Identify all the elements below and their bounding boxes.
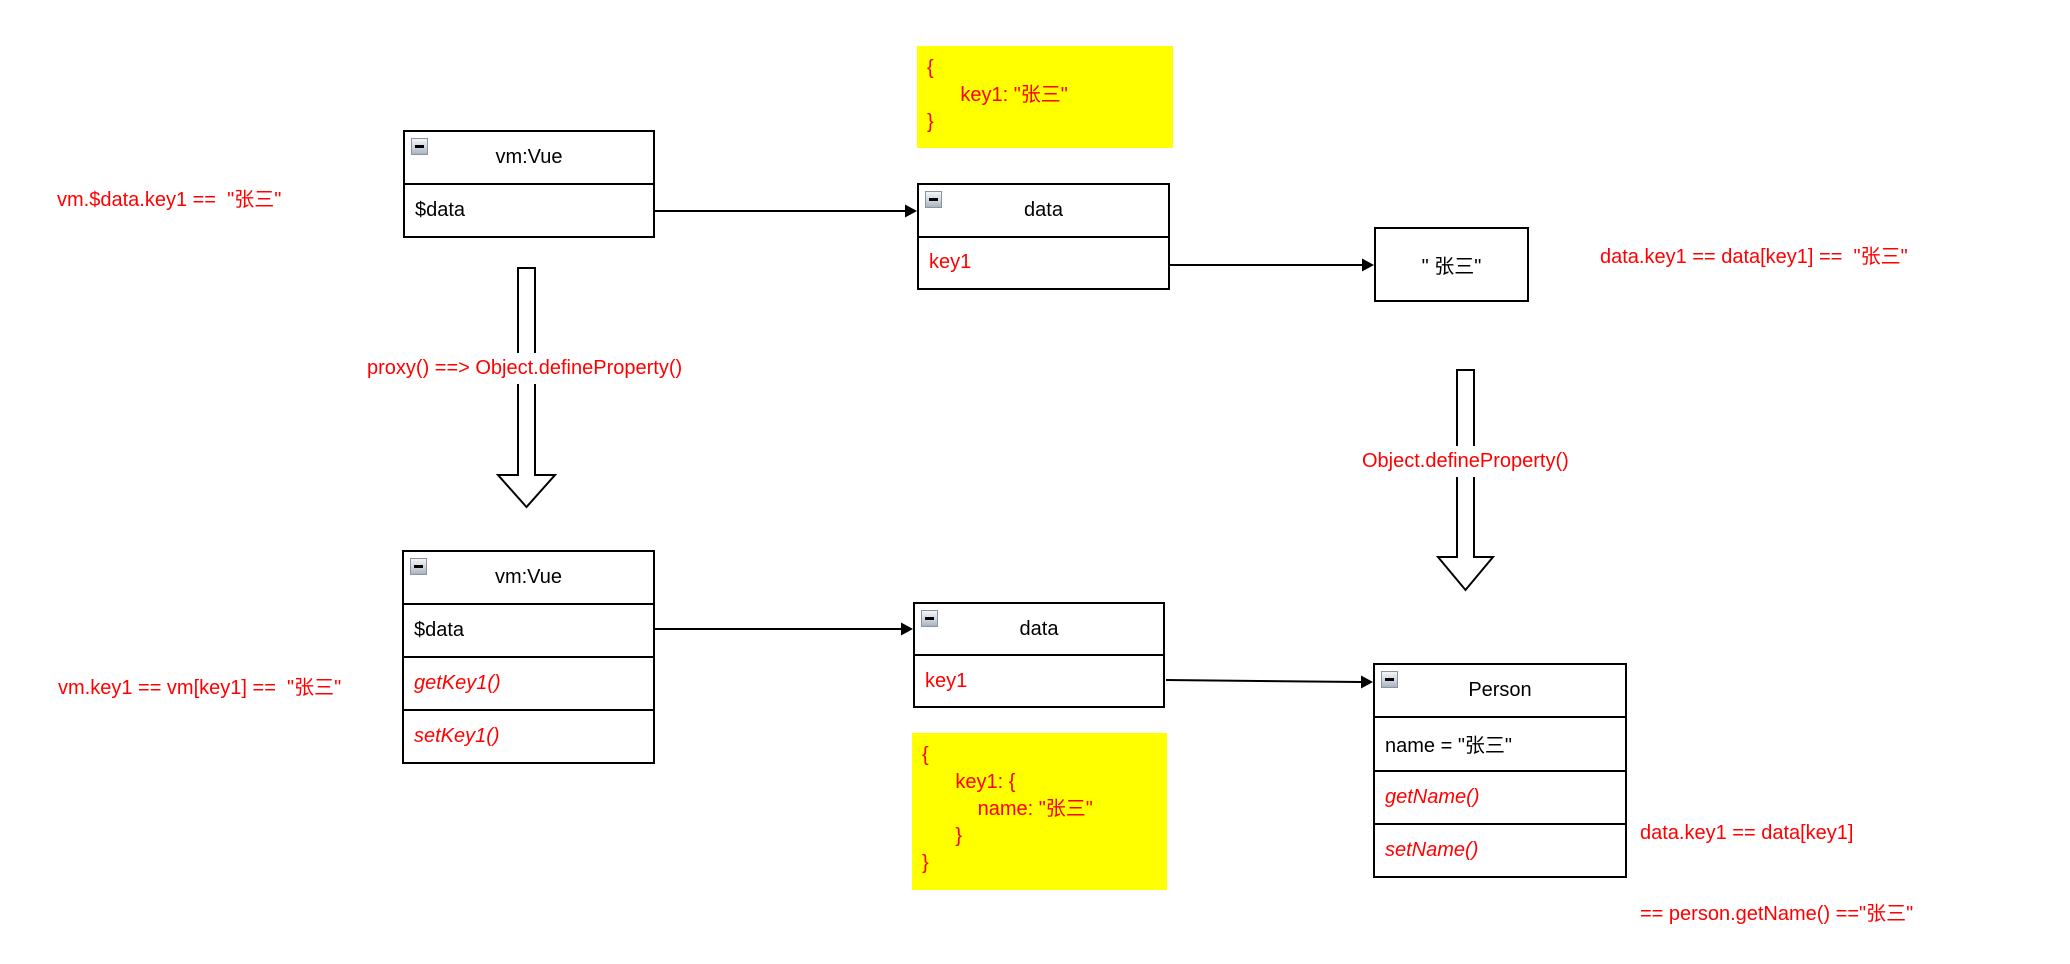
class-method-row: getName() (1375, 772, 1625, 825)
attribute-label: name = "张三" (1385, 735, 1513, 758)
collapse-icon[interactable] (411, 138, 428, 155)
class-box-vm-vue-bottom: vm:Vue $data getKey1() setKey1() (402, 550, 655, 764)
arrow-key1-to-value (1170, 258, 1374, 272)
proxy-transform-arrow (495, 267, 558, 509)
label-vm-data-key1: vm.$data.key1 == "张三" (57, 189, 282, 211)
attribute-label: key1 (925, 669, 968, 692)
class-title-row: vm:Vue (404, 552, 653, 605)
class-attribute-row: name = "张三" (1375, 718, 1625, 772)
label-data-key1-equals: data.key1 == data[key1] == "张三" (1600, 246, 1908, 268)
class-title: vm:Vue (494, 566, 563, 588)
label-vm-key1-equals: vm.key1 == vm[key1] == "张三" (58, 677, 342, 699)
attribute-label: key1 (929, 251, 972, 274)
method-label: setKey1() (414, 725, 500, 747)
arrow-vm-to-data-bottom (655, 622, 913, 636)
class-title-row: vm:Vue (405, 132, 653, 185)
class-box-data-bottom: data key1 (913, 602, 1165, 708)
class-attribute-row: key1 (919, 238, 1168, 289)
class-title-row: Person (1375, 665, 1625, 719)
note-line: } (922, 852, 929, 874)
value-text: " 张三" (1421, 256, 1482, 278)
note-line: { (927, 57, 934, 79)
define-property-arrow (1435, 369, 1496, 592)
method-label: getKey1() (414, 672, 501, 694)
class-box-vm-vue-top: vm:Vue $data (403, 130, 655, 238)
note-data-object-bottom: { key1: { name: "张三" } } (912, 733, 1167, 890)
label-person-getname-equals: data.key1 == data[key1] == person.getNam… (1640, 766, 1913, 964)
arrow-key1-to-person (1165, 675, 1373, 689)
attribute-label: $data (414, 619, 465, 641)
class-method-row: setKey1() (404, 711, 653, 762)
minus-glyph (414, 565, 423, 568)
class-title-row: data (915, 604, 1163, 656)
note-line: name: "张三" (922, 798, 1093, 820)
class-title: vm:Vue (495, 146, 563, 168)
note-line: { (922, 744, 929, 766)
class-box-data-top: data key1 (917, 183, 1170, 290)
minus-glyph (415, 145, 424, 148)
collapse-icon[interactable] (925, 191, 942, 208)
minus-glyph (925, 617, 934, 620)
collapse-icon[interactable] (1381, 671, 1398, 688)
note-line: key1: "张三" (927, 84, 1068, 106)
label-define-property: Object.defineProperty() (1358, 446, 1573, 477)
method-label: setName() (1385, 838, 1479, 861)
note-line: key1: { (922, 771, 1016, 793)
note-line: } (927, 111, 934, 133)
class-attribute-row: key1 (915, 656, 1163, 706)
attribute-label: $data (415, 199, 466, 221)
label-line: data.key1 == data[key1] (1640, 822, 1854, 844)
class-title: data (1024, 198, 1063, 221)
note-data-object-top: { key1: "张三" } (917, 46, 1173, 148)
class-attribute-row: $data (405, 185, 653, 236)
class-method-row: getKey1() (404, 658, 653, 711)
note-line: } (922, 825, 963, 847)
class-method-row: setName() (1375, 825, 1625, 876)
value-box-zhangsan: " 张三" (1374, 227, 1529, 302)
label-proxy-define-property: proxy() ==> Object.defineProperty() (363, 353, 687, 384)
class-attribute-row: $data (404, 605, 653, 658)
collapse-icon[interactable] (921, 610, 938, 627)
method-label: getName() (1385, 785, 1480, 808)
class-box-person: Person name = "张三" getName() setName() (1373, 663, 1627, 878)
minus-glyph (929, 198, 938, 201)
label-line: == person.getName() =="张三" (1640, 903, 1914, 925)
class-title: data (1019, 617, 1059, 640)
class-title-row: data (919, 185, 1168, 238)
collapse-icon[interactable] (410, 558, 427, 575)
arrow-vm-to-data-top (655, 204, 917, 218)
minus-glyph (1385, 678, 1394, 681)
class-title: Person (1468, 679, 1532, 702)
